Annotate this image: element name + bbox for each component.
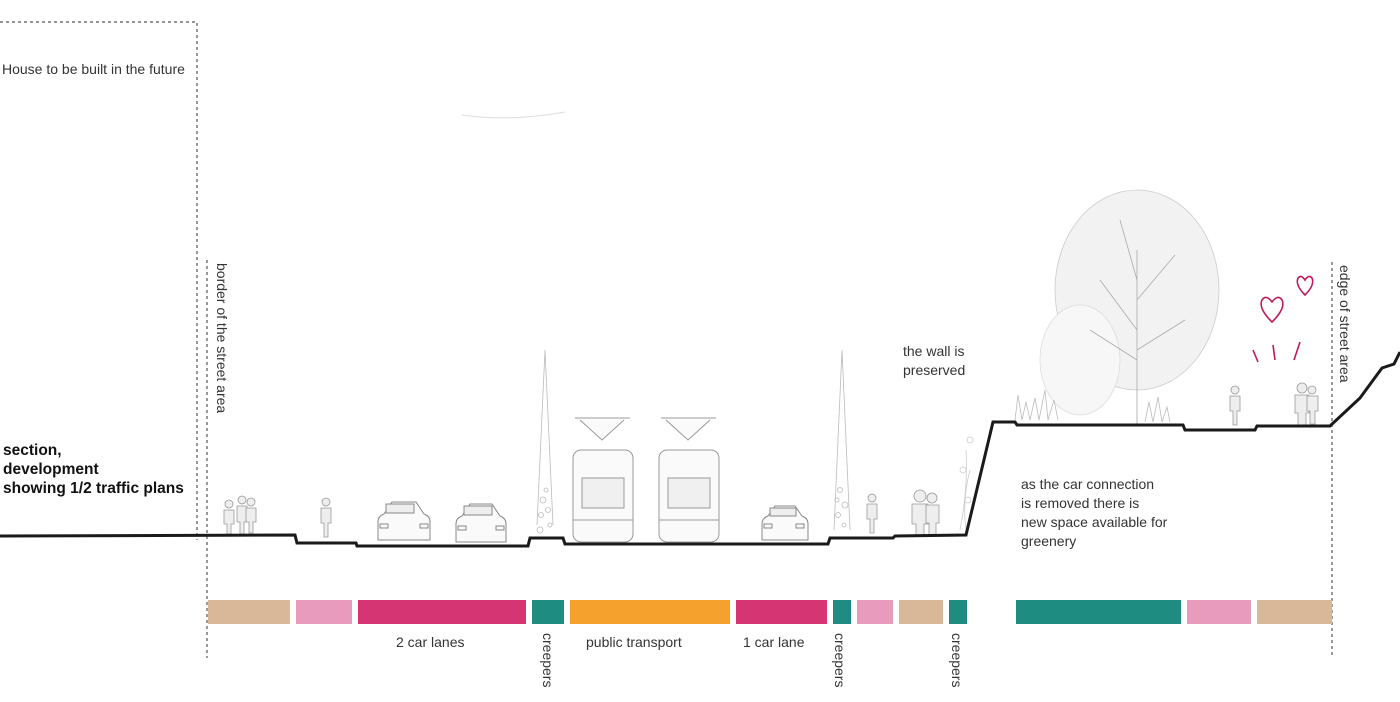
sky-sketch <box>461 111 566 119</box>
bike-bar <box>857 600 893 624</box>
grass-strip <box>1014 389 1171 423</box>
car-icon <box>377 501 431 541</box>
car-lanes-bar <box>358 600 526 624</box>
future-house-outline <box>0 21 198 540</box>
public-transport-label: public transport <box>586 634 682 650</box>
ground-line <box>0 351 1400 548</box>
person-icon <box>1229 382 1319 426</box>
person-icon <box>223 495 257 535</box>
tree-icon <box>1039 189 1220 425</box>
sidewalk-bar <box>899 600 943 624</box>
border-street-label: border of the street area <box>214 263 230 414</box>
heart-icon <box>1252 275 1314 363</box>
creepers-bar <box>949 600 967 624</box>
creepers-bar <box>532 600 564 624</box>
car-lane-bar <box>736 600 827 624</box>
creepers-bar <box>833 600 851 624</box>
car-lane-1-label: 1 car lane <box>743 634 805 650</box>
wall-label: the wall is preserved <box>903 343 966 378</box>
bike-bar <box>296 600 352 624</box>
person-icon <box>320 497 332 538</box>
creeper-plant-icon <box>536 349 554 534</box>
public-transport-bar <box>570 600 730 624</box>
creeper-plant-icon <box>959 436 974 531</box>
creepers-label: creepers <box>540 633 556 688</box>
bike-bar <box>1187 600 1251 624</box>
diagram-title: section, development showing 1/2 traffic… <box>3 442 184 497</box>
creeper-plant-icon <box>833 349 851 531</box>
sidewalk-bar <box>1257 600 1332 624</box>
greenery-bar <box>1016 600 1181 624</box>
sidewalk-bar <box>208 600 290 624</box>
car-icon <box>455 503 507 543</box>
car-connection-label: as the car connection is removed there i… <box>1021 476 1168 549</box>
house-future-label: House to be built in the future <box>2 61 185 77</box>
tram-icon <box>658 417 720 543</box>
creepers-label: creepers <box>949 633 965 688</box>
car-lanes-2-label: 2 car lanes <box>396 634 465 650</box>
edge-street-label: edge of street area <box>1337 265 1353 383</box>
person-icon <box>866 489 940 537</box>
creepers-label: creepers <box>832 633 848 688</box>
tram-icon <box>572 417 634 543</box>
car-icon <box>761 505 809 541</box>
